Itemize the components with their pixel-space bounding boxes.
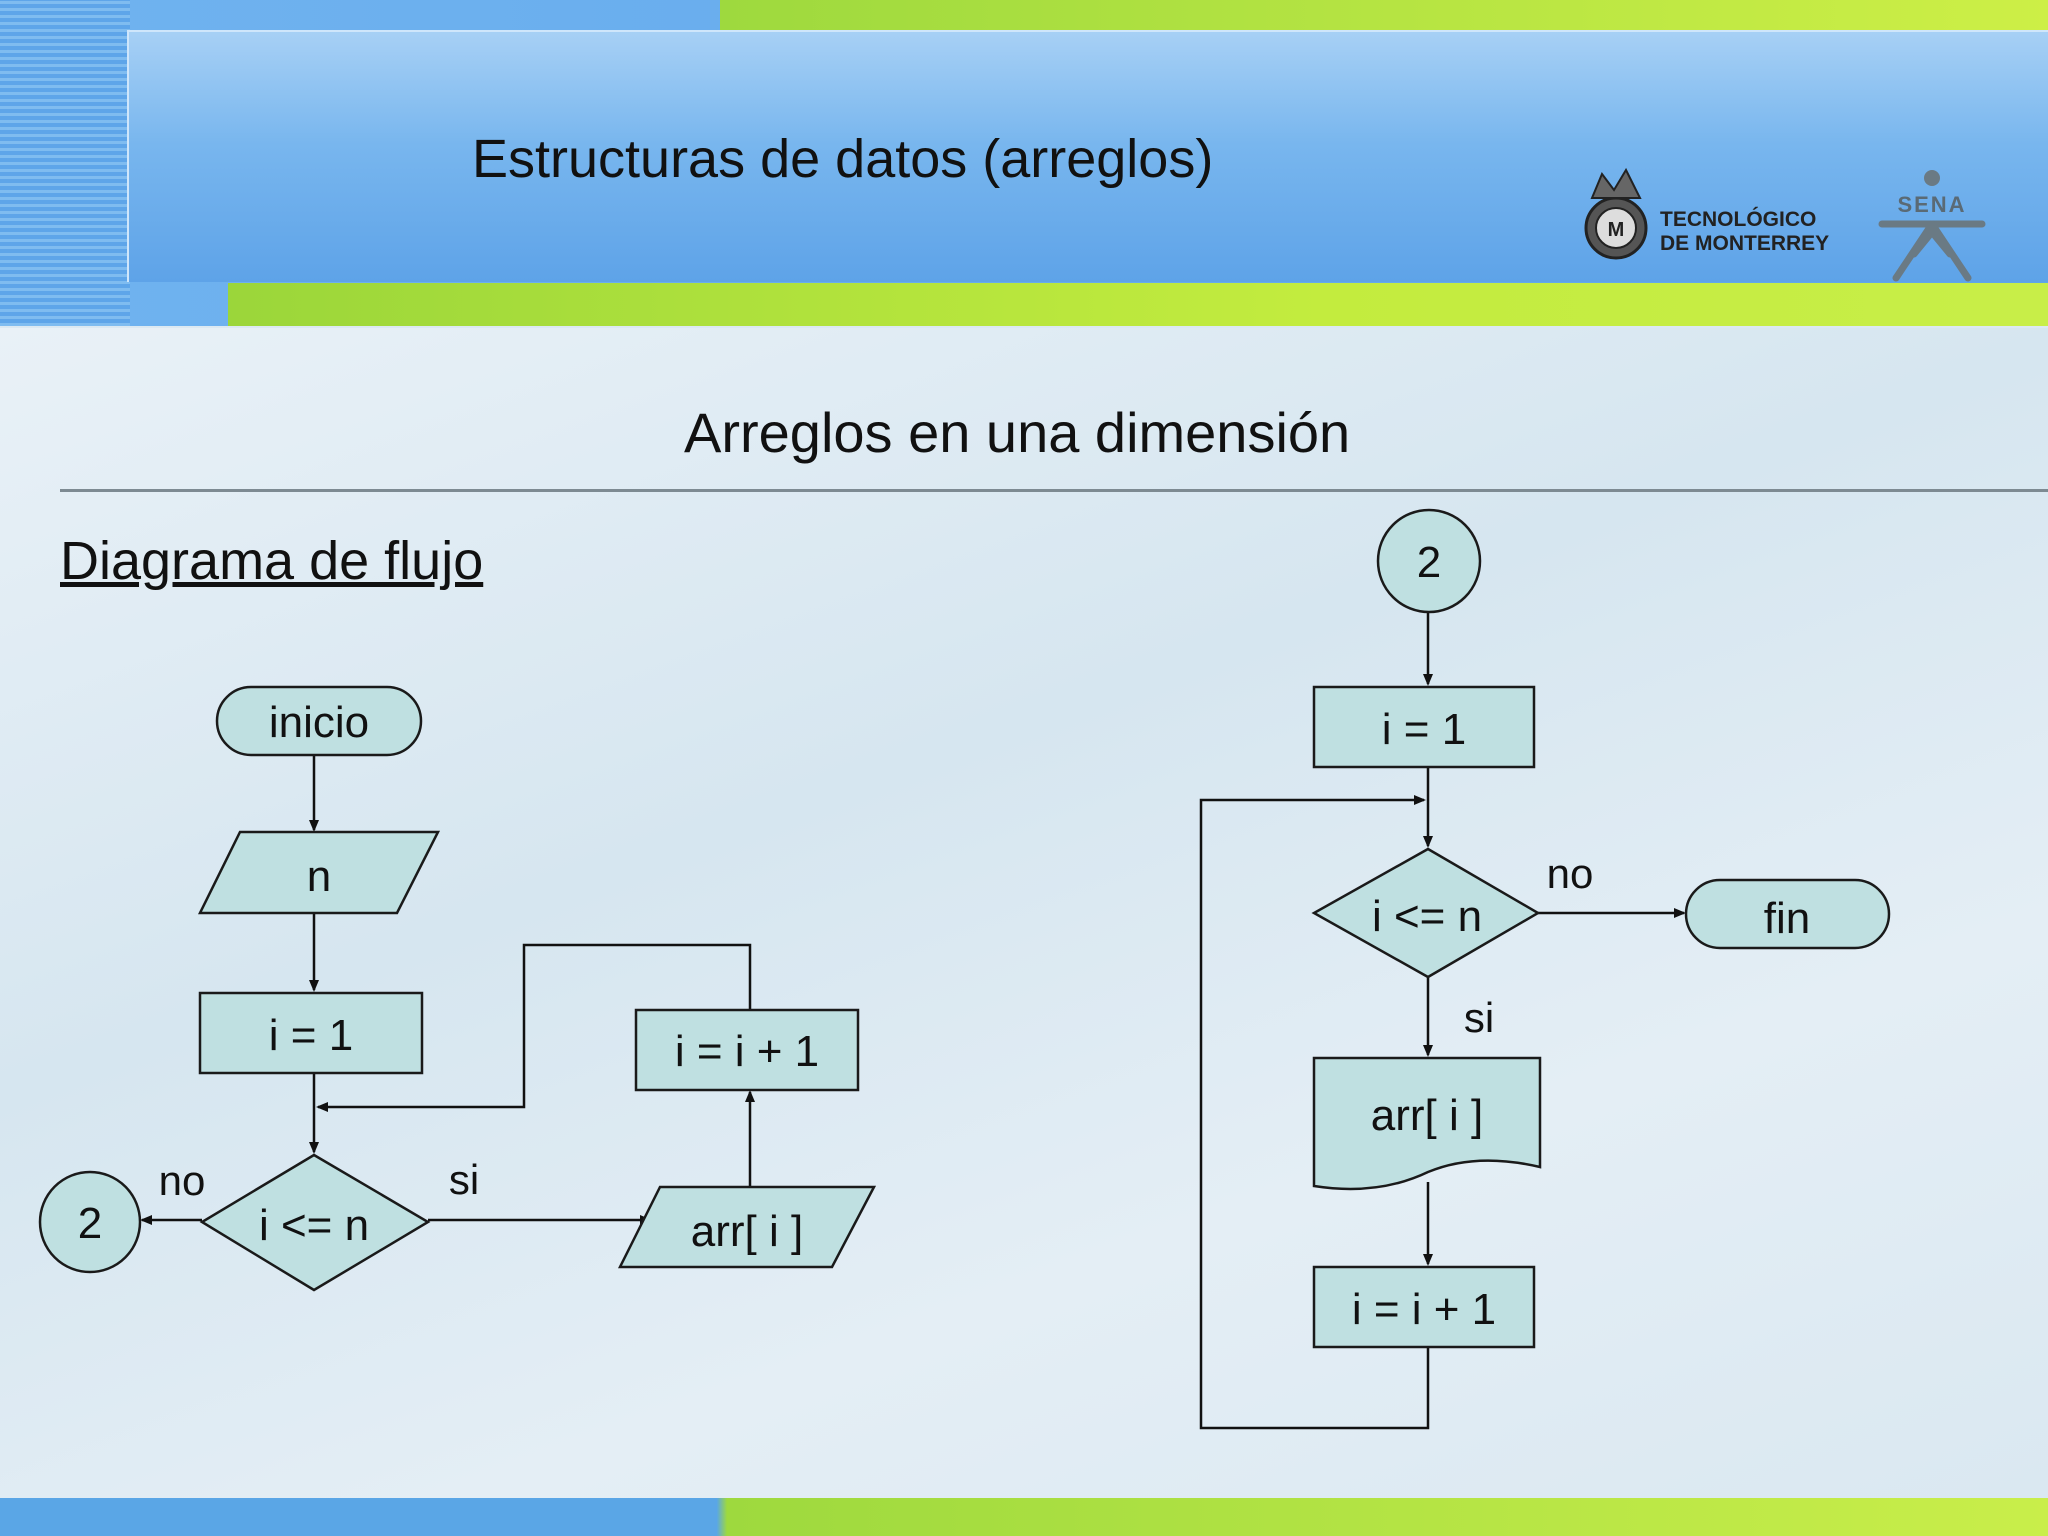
- node-input-n: n: [197, 830, 441, 915]
- node-init: i = 1: [198, 991, 424, 1075]
- node-condition: i <= n: [199, 1153, 431, 1292]
- node-fin-label: fin: [1764, 894, 1810, 943]
- node-inicio: inicio: [215, 685, 423, 757]
- header-title: Estructuras de datos (arreglos): [472, 129, 1214, 189]
- header-stripes: [0, 0, 130, 326]
- edge-label-no: no: [159, 1157, 206, 1204]
- subtitle-divider: [60, 489, 2048, 492]
- slide-footer-band: [0, 1498, 2048, 1536]
- node-input-n-label: n: [307, 852, 331, 901]
- node-connector-2: 2: [38, 1170, 142, 1274]
- tec-logo-line1: TECNOLÓGICO: [1660, 207, 1816, 231]
- header-bottom-green-band: [228, 283, 2048, 326]
- node-connector-2-label: 2: [1417, 538, 1441, 587]
- node-print-arr-label: arr[ i ]: [1371, 1091, 1483, 1140]
- node-read-arr-label: arr[ i ]: [691, 1207, 803, 1256]
- node-condition-label: i <= n: [1372, 892, 1482, 941]
- edge-increment-loop-back: [316, 943, 752, 1112]
- node-read-arr: arr[ i ]: [617, 1185, 877, 1269]
- node-connector-2-label: 2: [78, 1199, 102, 1248]
- node-increment-label: i = i + 1: [1352, 1285, 1496, 1334]
- section-label: Diagrama de flujo: [60, 531, 484, 591]
- svg-text:M: M: [1608, 219, 1625, 241]
- node-init: i = 1: [1312, 685, 1536, 769]
- flowchart-right: 2 i = 1 i <= n fin arr[ i ] i = i + 1 no…: [1199, 508, 1891, 1430]
- header-title-panel: [127, 30, 2048, 282]
- tec-monterrey-logo: M TECNOLÓGICO DE MONTERREY: [1584, 167, 1829, 260]
- node-fin: fin: [1684, 878, 1891, 950]
- sena-figure-icon: [1878, 220, 1986, 282]
- node-increment: i = i + 1: [634, 1008, 860, 1092]
- edge-label-no: no: [1547, 850, 1594, 897]
- tec-logo-line2: DE MONTERREY: [1660, 232, 1829, 255]
- node-condition-label: i <= n: [259, 1201, 369, 1250]
- flowchart-left: inicio n i = 1 i <= n 2 i = i + 1 arr[ i…: [38, 685, 877, 1292]
- sena-logo: SENA: [1878, 170, 1986, 282]
- edge-label-si: si: [1464, 994, 1494, 1041]
- node-connector-2: 2: [1376, 508, 1482, 614]
- node-increment-label: i = i + 1: [675, 1027, 819, 1076]
- tec-seal-icon: M: [1584, 167, 1648, 260]
- sena-logo-text: SENA: [1897, 192, 1966, 217]
- slide-header: Estructuras de datos (arreglos) M TECNOL…: [0, 0, 2048, 326]
- edge-increment-loop-back: [1199, 795, 1430, 1430]
- sena-head-icon: [1924, 170, 1940, 186]
- node-init-label: i = 1: [269, 1011, 353, 1060]
- header-top-green-band: [720, 0, 2048, 30]
- node-print-arr: arr[ i ]: [1312, 1056, 1542, 1191]
- slide-subtitle: Arreglos en una dimensión: [684, 401, 1351, 464]
- node-inicio-label: inicio: [269, 698, 369, 747]
- node-condition: i <= n: [1311, 847, 1541, 979]
- edge-label-si: si: [449, 1156, 479, 1203]
- node-init-label: i = 1: [1382, 705, 1466, 754]
- node-increment: i = i + 1: [1312, 1265, 1536, 1349]
